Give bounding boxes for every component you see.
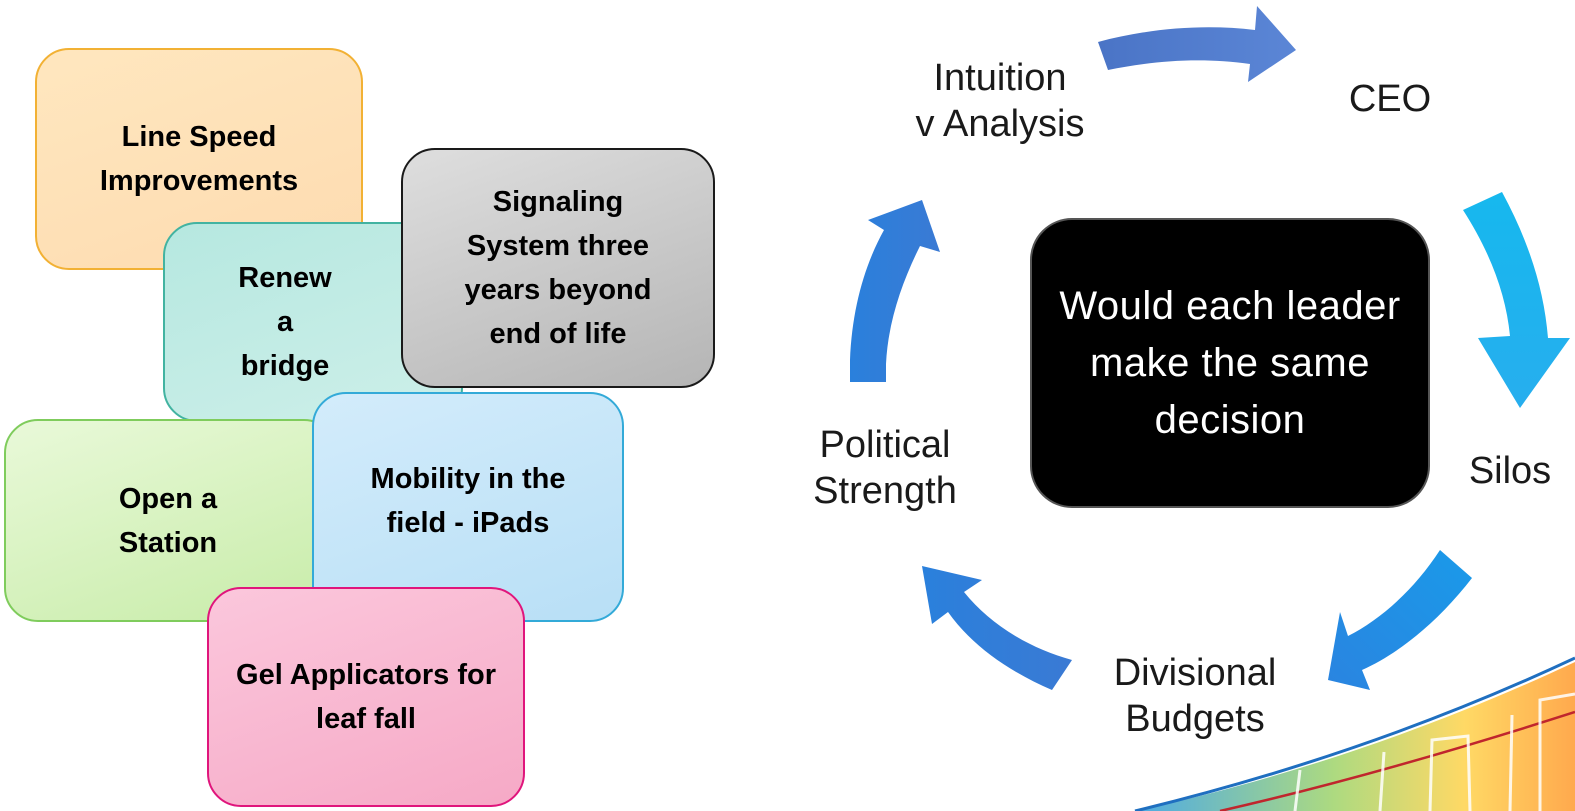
label-ceo: CEO xyxy=(1348,78,1432,120)
arrow-left xyxy=(922,566,1072,690)
card-gel-applicators: Gel Applicators for leaf fall xyxy=(207,587,525,807)
arrow-top xyxy=(1098,6,1296,82)
label-divisional-budgets: Divisional Budgets xyxy=(1113,652,1277,740)
label-silos: Silos xyxy=(1468,450,1552,492)
label-intuition-analysis: Intuition v Analysis xyxy=(915,57,1085,145)
arrow-right xyxy=(1463,192,1570,408)
label-political-strength: Political Strength xyxy=(813,424,957,512)
card-mobility-ipads: Mobility in the field - iPads xyxy=(312,392,624,622)
card-signaling-system: Signaling System three years beyond end … xyxy=(401,148,715,388)
arrow-bottom xyxy=(1328,550,1472,690)
arrow-up xyxy=(850,200,940,382)
center-question-box: Would each leader make the same decision xyxy=(1030,218,1430,508)
